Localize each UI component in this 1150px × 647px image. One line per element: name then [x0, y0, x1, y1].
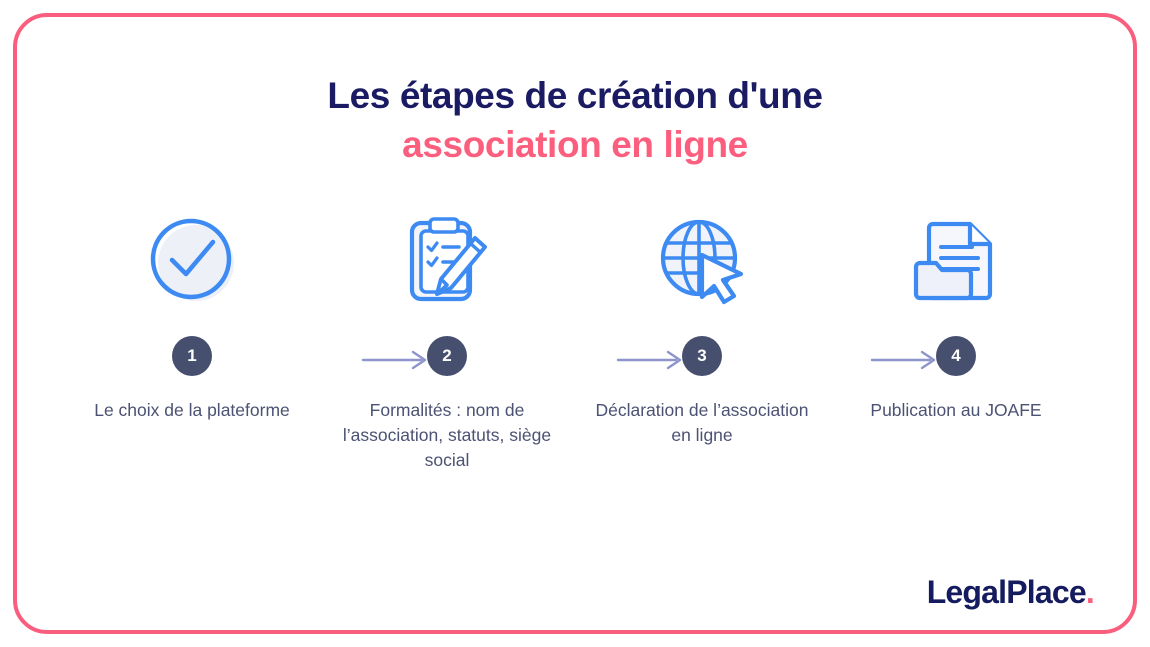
step-label-4: Publication au JOAFE	[870, 400, 1042, 420]
step-item-3: 3 Déclaration de l’association en ligne	[587, 200, 817, 448]
step-badge-4: 4	[936, 336, 976, 376]
arrow-step-1-to-2	[361, 348, 431, 372]
document-folder-icon	[841, 200, 1071, 322]
check-circle-icon	[77, 200, 307, 322]
step-item-4: 4 Publication au JOAFE	[841, 200, 1071, 423]
title-line-primary: Les étapes de création d'une	[327, 75, 823, 116]
step-badge-3: 3	[682, 336, 722, 376]
title-line-secondary: association en ligne	[402, 123, 748, 165]
step-label-3: Déclaration de l’association en ligne	[595, 400, 809, 445]
legalplace-logo: LegalPlace.	[926, 574, 1095, 611]
page-title: Les étapes de création d'une association…	[0, 72, 1150, 170]
step-label-1: Le choix de la plateforme	[94, 400, 290, 420]
arrow-step-2-to-3	[616, 348, 686, 372]
arrow-step-3-to-4	[870, 348, 940, 372]
steps-container: 1 Le choix de la plateforme	[75, 200, 1075, 490]
globe-cursor-icon	[587, 200, 817, 322]
step-badge-2: 2	[427, 336, 467, 376]
clipboard-checklist-pencil-icon	[332, 200, 562, 322]
logo-wordmark: LegalPlace	[926, 574, 1087, 610]
step-badge-1: 1	[172, 336, 212, 376]
step-label-2: Formalités : nom de l’association, statu…	[342, 400, 552, 470]
step-item-2: 2 Formalités : nom de l’association, sta…	[332, 200, 562, 473]
step-item-1: 1 Le choix de la plateforme	[77, 200, 307, 423]
logo-dot: .	[1085, 574, 1095, 610]
